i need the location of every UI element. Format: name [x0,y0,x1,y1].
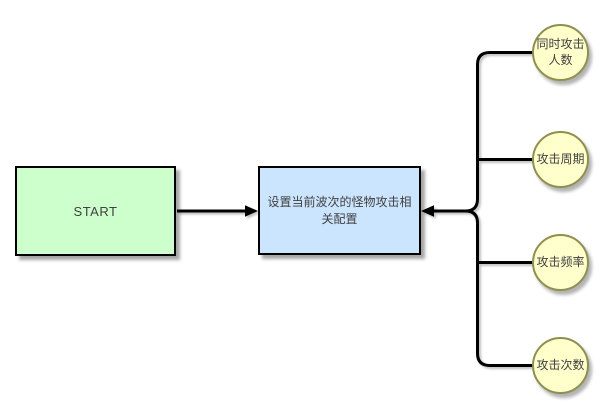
bracket-bottom-segment [465,209,533,367]
node-param-attack-frequency: 攻击频率 [532,234,589,291]
node-start: START [15,166,176,256]
node-param-attack-count: 攻击次数 [532,337,589,394]
param-label-attack-count: 攻击次数 [536,357,585,372]
arrowhead-right-into-config [245,205,258,217]
start-label: START [73,203,118,219]
node-attack-config: 设置当前波次的怪物攻击相关配置 [258,166,421,255]
config-label: 设置当前波次的怪物攻击相关配置 [267,194,412,226]
bracket-top-segment [465,51,533,213]
arrowhead-left-into-config [421,205,434,217]
node-param-simultaneous-attackers: 同时攻击人数 [532,24,589,81]
param-label-simultaneous-attackers: 同时攻击人数 [536,36,585,67]
param-label-attack-period: 攻击周期 [536,151,585,166]
param-label-attack-frequency: 攻击频率 [536,254,585,269]
node-param-attack-period: 攻击周期 [532,131,589,188]
